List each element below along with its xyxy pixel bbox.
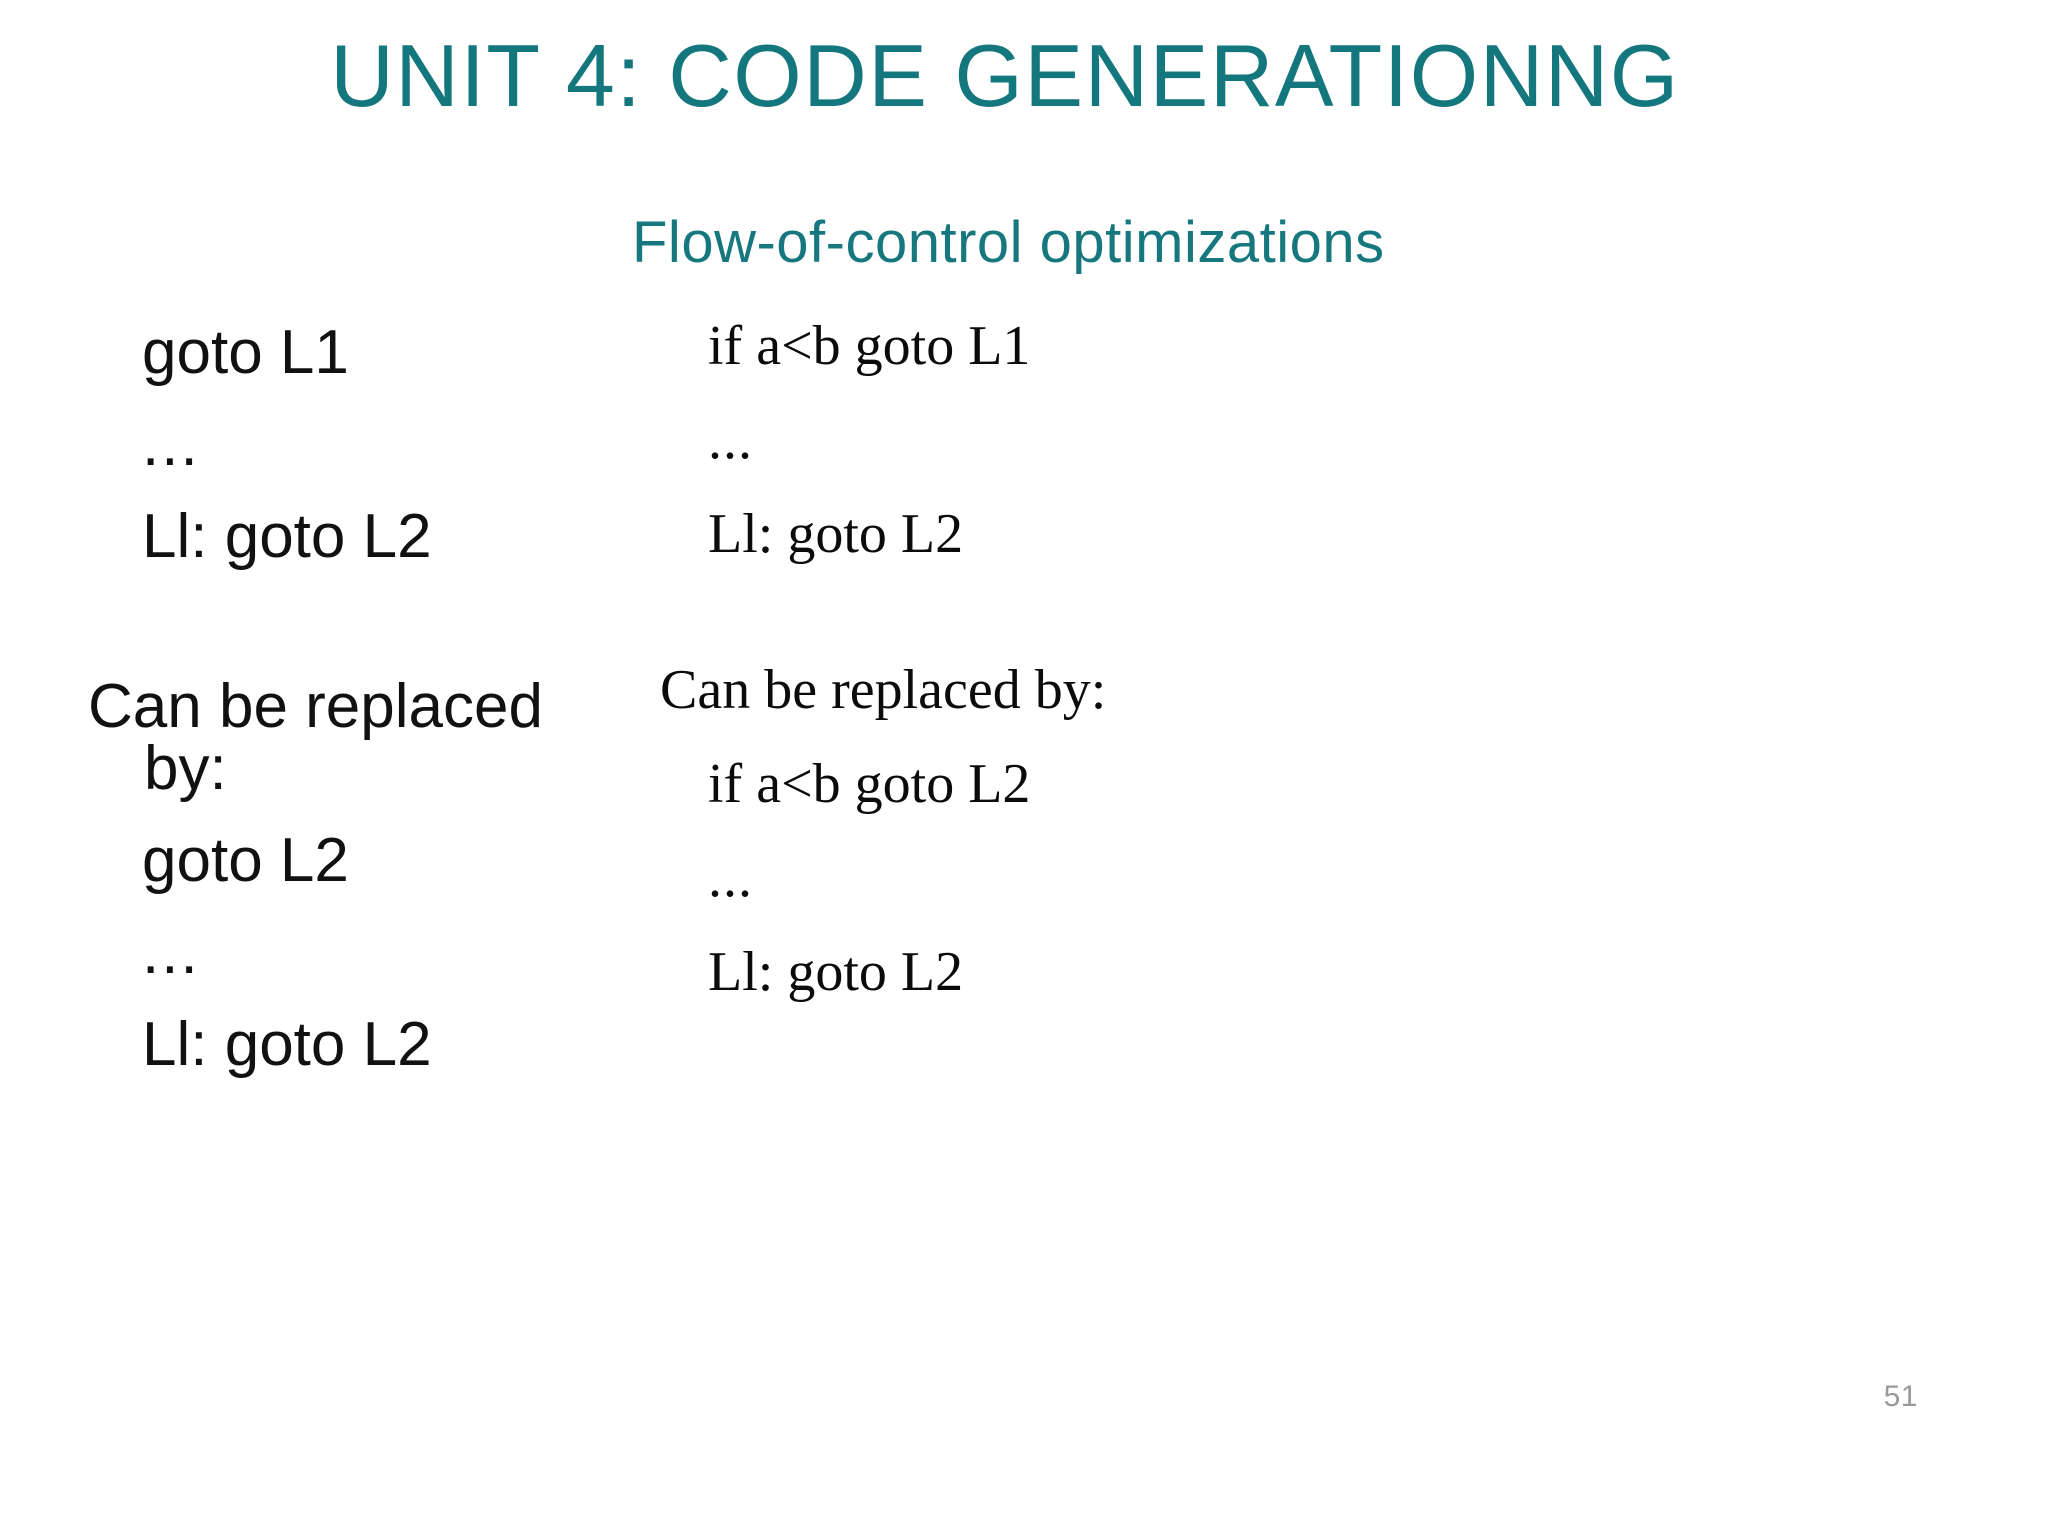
right-line-if-goto-l1: if a<b goto L1 xyxy=(708,315,1031,377)
left-line-label-goto-l2-2: Ll: goto L2 xyxy=(142,1010,432,1079)
left-line-label-goto-l2-1: Ll: goto L2 xyxy=(142,502,432,571)
right-line-spacer xyxy=(660,600,1380,662)
right-line-if-goto-l2: if a<b goto L2 xyxy=(708,753,1031,815)
slide-subtitle: Flow-of-control optimizations xyxy=(632,210,1385,275)
left-line-ellipsis-2: ... xyxy=(142,918,200,987)
left-line-can-be-replaced-by-part1: Can be replaced xyxy=(88,672,543,741)
right-line-ellipsis-1: ... xyxy=(708,409,753,471)
page-number: 51 xyxy=(1883,1380,1918,1413)
right-code-column: if a<b goto L1 ... Ll: goto L2 Can be re… xyxy=(660,318,1380,1038)
left-line-can-be-replaced-by: Can be replaced by: xyxy=(88,676,648,800)
left-code-column: goto L1 ... Ll: goto L2 Can be replaced … xyxy=(88,322,648,1106)
left-line-ellipsis-1: ... xyxy=(142,410,200,479)
left-line-can-be-replaced-by-part2: by: xyxy=(144,734,227,803)
right-line-label-goto-l2-1: Ll: goto L2 xyxy=(708,503,964,565)
right-line-label-goto-l2-2: Ll: goto L2 xyxy=(708,941,964,1003)
left-line-goto-l2: goto L2 xyxy=(142,826,349,895)
right-line-ellipsis-2: ... xyxy=(708,847,753,909)
page-title: UNIT 4: CODE GENERATIONNG xyxy=(330,26,1680,125)
right-line-can-be-replaced-by: Can be replaced by: xyxy=(660,659,1107,721)
left-line-spacer xyxy=(88,598,648,676)
left-line-goto-l1: goto L1 xyxy=(142,318,349,387)
